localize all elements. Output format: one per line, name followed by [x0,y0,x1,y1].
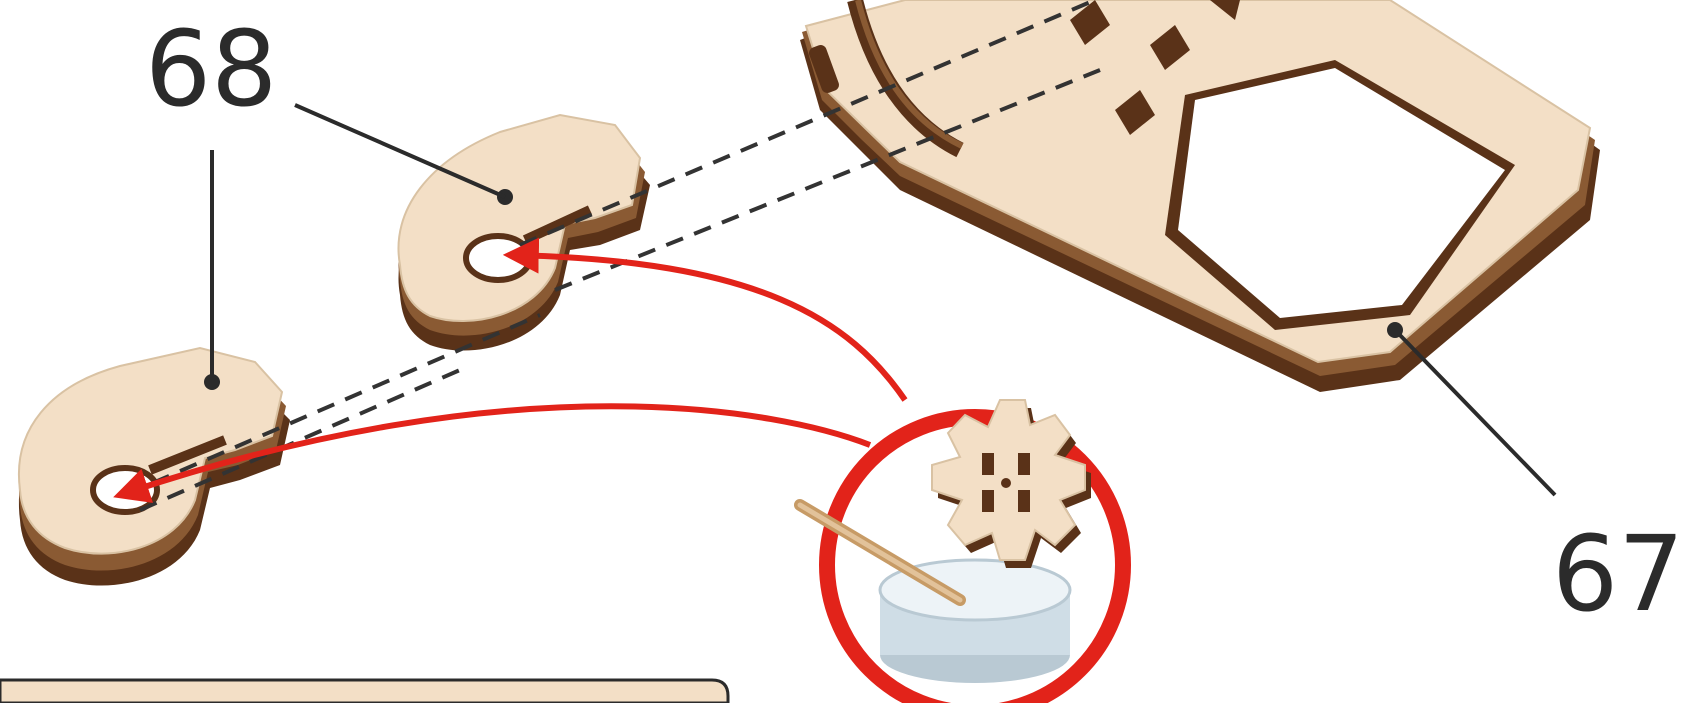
callout-label-67: 67 [1552,513,1684,635]
next-step-panel-edge [0,680,728,703]
callout-label-68: 68 [145,8,277,130]
leader-dot-67 [1387,322,1403,338]
glue-pot-icon [880,560,1070,683]
